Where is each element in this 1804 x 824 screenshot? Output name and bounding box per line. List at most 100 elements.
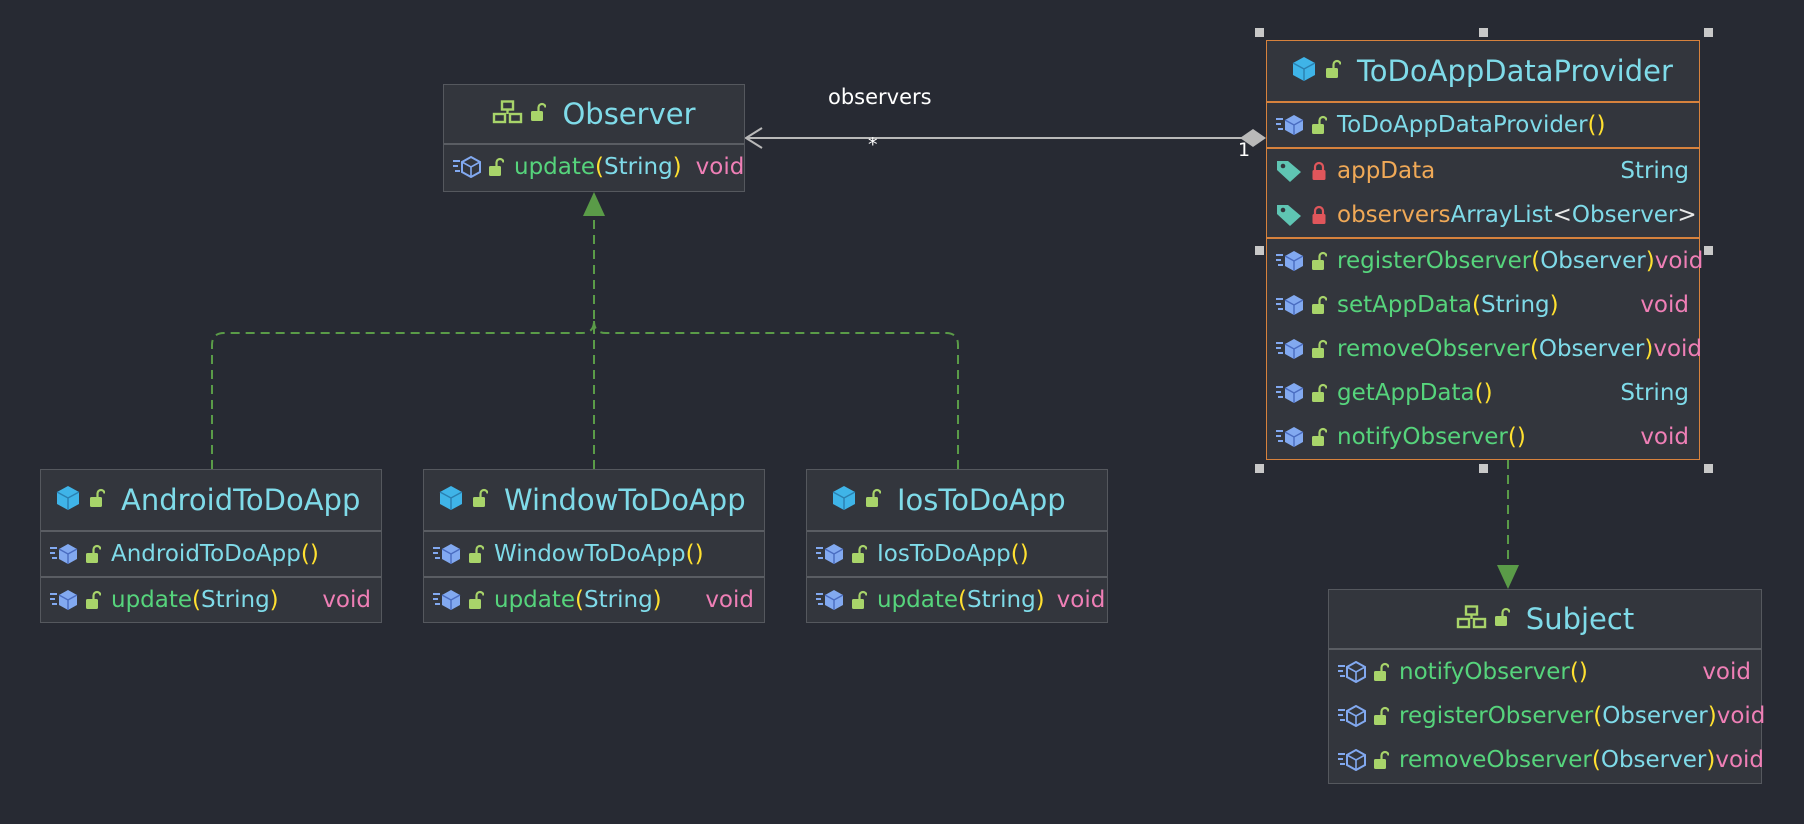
- class-box-iostodoapp[interactable]: IosToDoApp IosToDoApp() update(String) v…: [806, 469, 1108, 623]
- resize-handle-se[interactable]: [1704, 464, 1713, 473]
- method-row[interactable]: removeObserver(Observer) void: [1267, 327, 1702, 371]
- paren-close: ): [269, 587, 279, 613]
- resize-handle-n[interactable]: [1479, 28, 1488, 37]
- constructor-row[interactable]: IosToDoApp(): [807, 532, 1107, 576]
- association-target-multiplicity: 1: [1238, 139, 1251, 161]
- method-row[interactable]: update(String) void: [444, 145, 744, 189]
- class-name: Observer: [562, 97, 696, 131]
- class-box-observer[interactable]: Observer update(String) void: [443, 84, 745, 192]
- resize-handle-ne[interactable]: [1704, 28, 1713, 37]
- paren-open: (: [1529, 336, 1539, 362]
- type-base: ArrayList: [1450, 202, 1553, 228]
- class-icon: [438, 485, 464, 515]
- type-open: <: [1552, 202, 1572, 228]
- constructor-row[interactable]: WindowToDoApp(): [424, 532, 764, 576]
- param-type: Observer: [1540, 248, 1646, 274]
- method-row[interactable]: update(String) void: [807, 578, 1107, 622]
- class-icon: [831, 485, 857, 515]
- constructors-section: IosToDoApp(): [807, 532, 1107, 578]
- methods-section: update(String) void: [424, 578, 764, 622]
- abstract-method-icon: [1337, 661, 1367, 683]
- method-row[interactable]: notifyObserver() void: [1267, 415, 1699, 459]
- field-row[interactable]: observers ArrayList<Observer>: [1267, 193, 1699, 237]
- constructor-name: ToDoAppDataProvider: [1337, 112, 1588, 138]
- resize-handle-w[interactable]: [1255, 246, 1264, 255]
- method-name: getAppData: [1337, 380, 1475, 406]
- type-close: >: [1677, 202, 1697, 228]
- public-lock-icon: [530, 102, 548, 126]
- class-box-todoappdataprovider[interactable]: ToDoAppDataProvider ToDoAppDataProvider(…: [1266, 40, 1703, 460]
- method-row[interactable]: setAppData(String) void: [1267, 283, 1699, 327]
- class-name: IosToDoApp: [897, 483, 1066, 517]
- method-name: update: [111, 587, 193, 613]
- method-name: registerObserver: [1337, 248, 1532, 274]
- method-row[interactable]: getAppData() String: [1267, 371, 1699, 415]
- realization-arrowhead-subject: [1497, 565, 1519, 589]
- abstract-method-icon: [452, 156, 482, 178]
- method-name: update: [514, 154, 596, 180]
- public-lock-icon: [1373, 662, 1389, 682]
- public-lock-icon: [1325, 59, 1342, 83]
- method-icon: [432, 543, 462, 565]
- class-header: IosToDoApp: [807, 470, 1107, 532]
- class-name: WindowToDoApp: [504, 483, 746, 517]
- realization-line-ios[interactable]: [593, 320, 959, 469]
- methods-section: update(String) void: [41, 578, 381, 622]
- constructors-section: AndroidToDoApp(): [41, 532, 381, 578]
- param-type: String: [1481, 292, 1550, 318]
- method-row[interactable]: registerObserver(Observer) void: [1329, 694, 1765, 738]
- method-icon: [815, 589, 845, 611]
- method-row[interactable]: registerObserver(Observer) void: [1267, 239, 1703, 283]
- paren: (): [1010, 541, 1029, 567]
- paren-open: (: [192, 587, 202, 613]
- paren-close: ): [1706, 747, 1716, 773]
- return-type: void: [1654, 248, 1704, 274]
- field-type: String: [1620, 158, 1689, 184]
- class-header: AndroidToDoApp: [41, 470, 381, 532]
- paren-open: (): [1507, 424, 1526, 450]
- paren-open: (: [595, 154, 605, 180]
- paren-close: ): [1549, 292, 1559, 318]
- paren-open: (: [1531, 248, 1541, 274]
- field-row[interactable]: appData String: [1267, 149, 1699, 193]
- public-lock-icon: [488, 157, 504, 177]
- field-name: appData: [1337, 158, 1436, 184]
- return-type: void: [1715, 747, 1765, 773]
- resize-handle-e[interactable]: [1704, 246, 1713, 255]
- method-row[interactable]: removeObserver(Observer) void: [1329, 738, 1765, 782]
- param-type: String: [584, 587, 653, 613]
- paren-open: (): [1569, 659, 1588, 685]
- resize-handle-sw[interactable]: [1255, 464, 1264, 473]
- class-name: ToDoAppDataProvider: [1357, 54, 1673, 88]
- constructor-row[interactable]: ToDoAppDataProvider(): [1267, 103, 1699, 147]
- class-icon: [1291, 56, 1317, 86]
- param-type: Observer: [1600, 747, 1707, 773]
- paren: (): [685, 541, 704, 567]
- method-row[interactable]: notifyObserver() void: [1329, 650, 1761, 694]
- public-lock-icon: [1373, 706, 1389, 726]
- method-icon: [1275, 338, 1305, 360]
- method-row[interactable]: update(String) void: [424, 578, 764, 622]
- methods-section: registerObserver(Observer) void setAppDa…: [1267, 239, 1703, 459]
- public-lock-icon: [865, 488, 882, 512]
- class-box-subject[interactable]: Subject notifyObserver() void registerOb…: [1328, 589, 1765, 784]
- field-name: observers: [1337, 202, 1451, 228]
- method-name: update: [494, 587, 576, 613]
- private-lock-icon: [1311, 205, 1327, 225]
- resize-handle-nw[interactable]: [1255, 28, 1264, 37]
- association-arrowhead: [744, 127, 763, 149]
- public-lock-icon: [1373, 750, 1389, 770]
- return-type: void: [695, 154, 745, 180]
- resize-handle-s[interactable]: [1479, 464, 1488, 473]
- realization-line-android[interactable]: [211, 320, 595, 469]
- association-source-multiplicity: *: [868, 134, 878, 156]
- constructor-row[interactable]: AndroidToDoApp(): [41, 532, 381, 576]
- class-box-windowtodoapp[interactable]: WindowToDoApp WindowToDoApp() update(Str…: [423, 469, 765, 623]
- field-type: ArrayList<Observer>: [1450, 202, 1696, 228]
- abstract-method-icon: [1337, 705, 1367, 727]
- method-row[interactable]: update(String) void: [41, 578, 381, 622]
- class-box-androidtodoapp[interactable]: AndroidToDoApp AndroidToDoApp() update(S…: [40, 469, 382, 623]
- method-icon: [1275, 426, 1305, 448]
